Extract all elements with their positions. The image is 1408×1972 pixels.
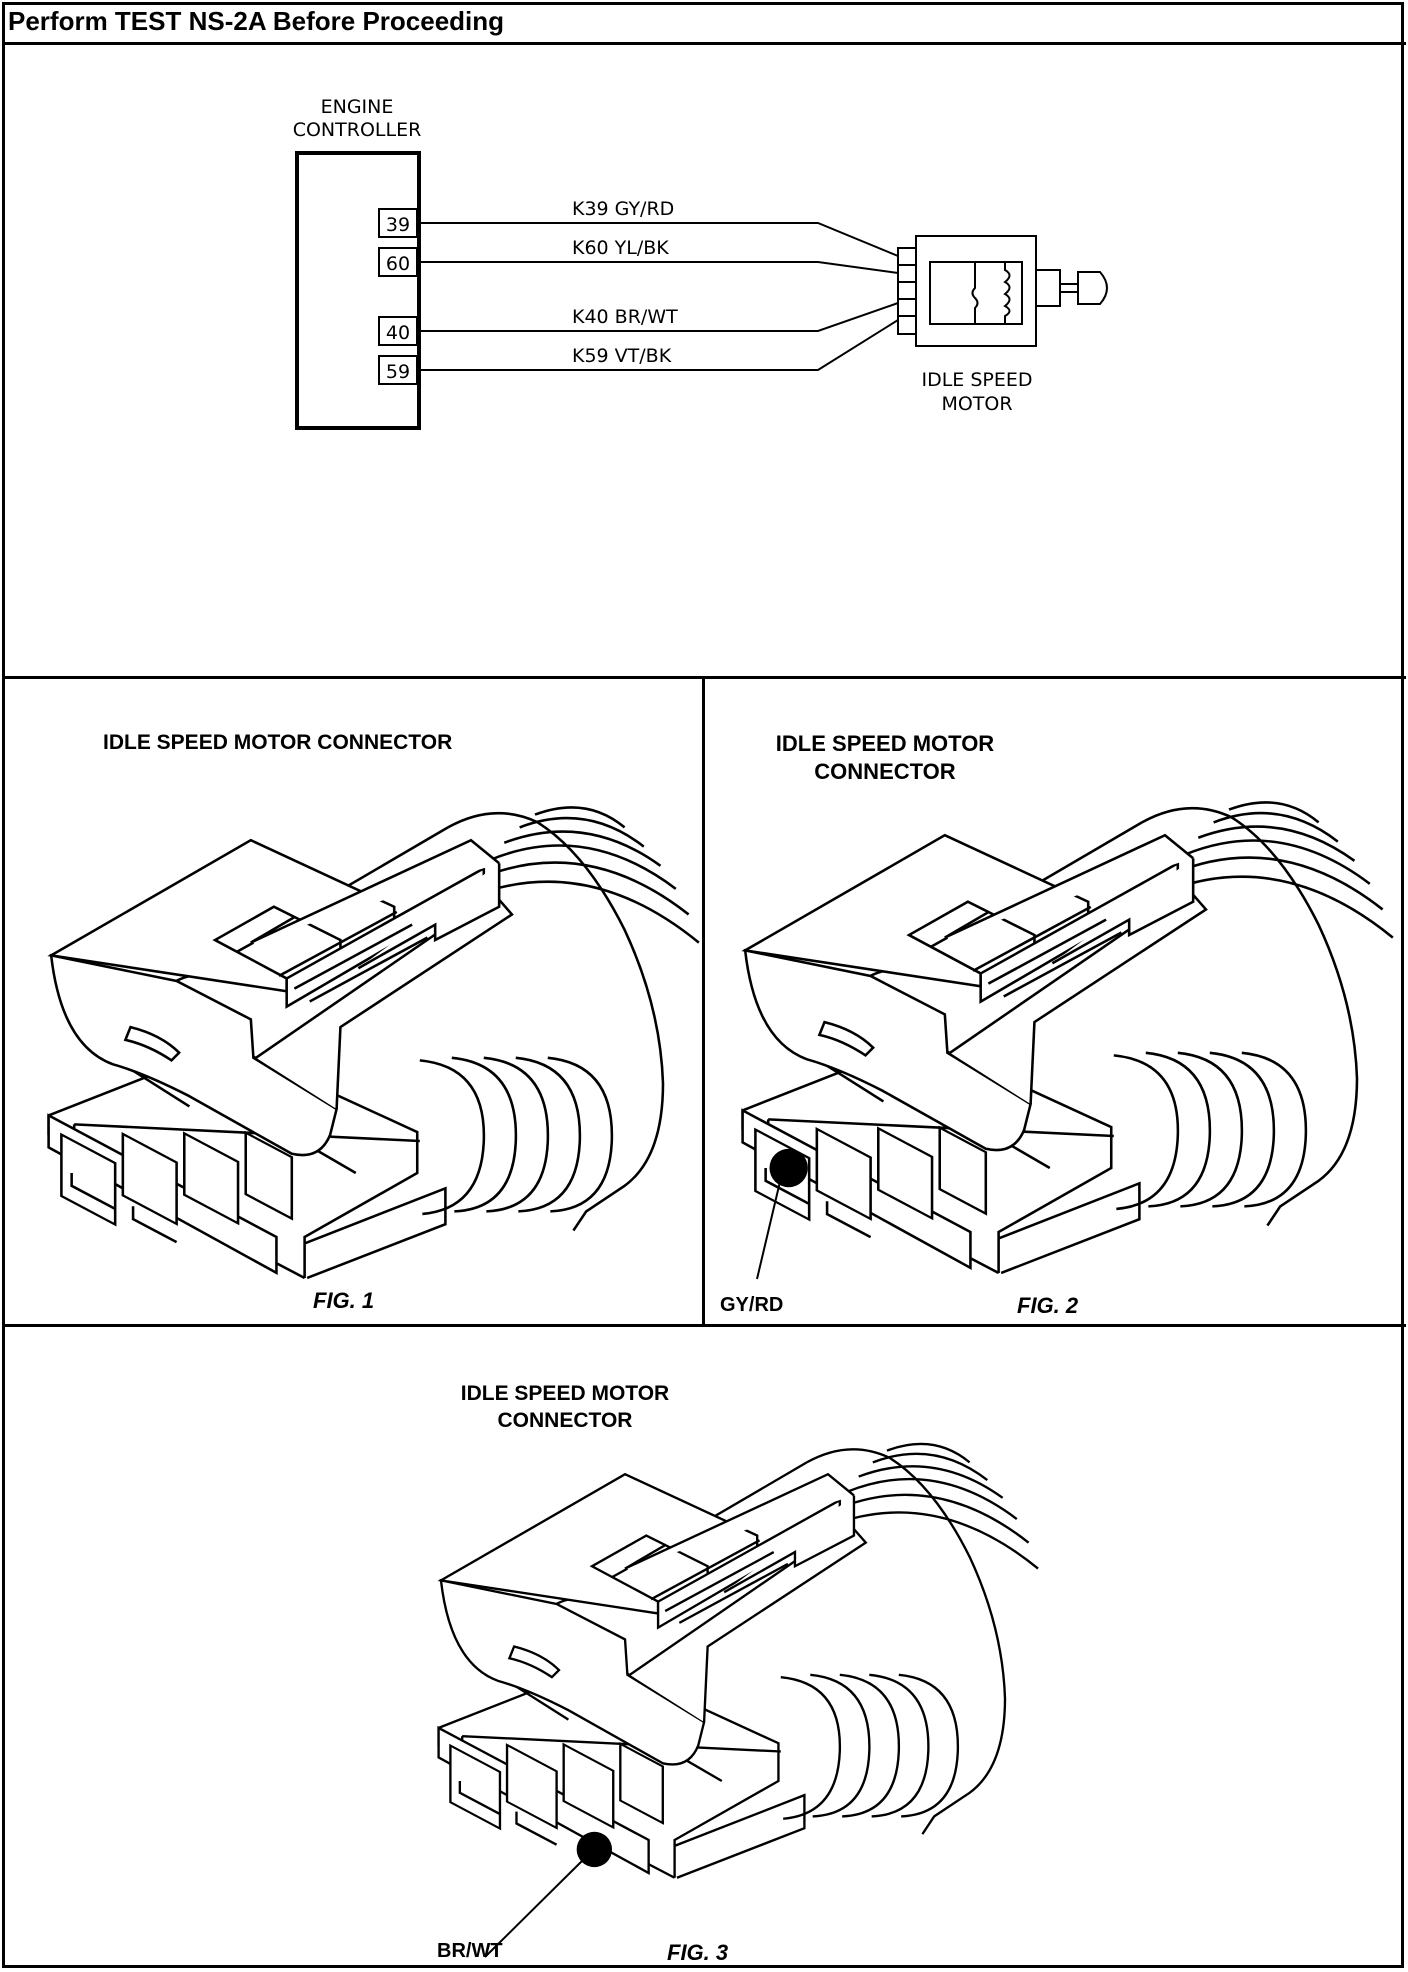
pin-60: 60	[386, 253, 410, 275]
fig2-callout-line	[756, 1168, 784, 1280]
fig3-title-line2: CONNECTOR	[498, 1409, 633, 1432]
fig2-caption: FIG. 2	[1017, 1293, 1079, 1318]
fig1-title: IDLE SPEED MOTOR CONNECTOR	[103, 731, 452, 754]
fig2-connector-drawing	[741, 801, 1395, 1275]
fig1-caption: FIG. 1	[313, 1288, 374, 1313]
fig3-callout: BR/WT	[437, 1940, 503, 1962]
figure-1: IDLE SPEED MOTOR CONNECTOR FIG. 1	[47, 731, 701, 1313]
wire-label-k39: K39 GY/RD	[572, 198, 674, 220]
fig2-title-line2: CONNECTOR	[814, 759, 955, 784]
fig2-pin-marker-icon	[769, 1148, 808, 1188]
wiring-schematic: ENGINE CONTROLLER 39 60 40 59 K39 GY/RD …	[293, 96, 1108, 430]
motor-label-line2: MOTOR	[941, 393, 1012, 415]
fig2-title-line1: IDLE SPEED MOTOR	[776, 731, 995, 756]
title-divider	[2, 42, 1406, 45]
pin-box-60	[378, 247, 418, 277]
wire-k60	[417, 261, 899, 274]
fig1-connector-drawing	[47, 806, 701, 1280]
wire-k59	[417, 319, 899, 371]
wire-label-k59: K59 VT/BK	[572, 345, 672, 367]
idle-speed-motor-symbol	[897, 235, 1108, 347]
figure-2: IDLE SPEED MOTOR CONNECTOR GY/RD FIG. 2	[720, 731, 1395, 1318]
figure-3: IDLE SPEED MOTOR CONNECTOR BR/WT FIG. 3	[437, 1382, 1040, 1965]
fig3-caption: FIG. 3	[667, 1940, 728, 1965]
wire-label-k40: K40 BR/WT	[572, 306, 678, 328]
pin-59: 59	[386, 361, 410, 383]
page-title: Perform TEST NS-2A Before Proceeding	[8, 6, 505, 36]
pin-box-59	[378, 355, 418, 385]
controller-label-line1: ENGINE	[321, 96, 394, 118]
controller-label-line2: CONTROLLER	[293, 119, 422, 141]
fig3-pin-marker-icon	[576, 1831, 613, 1868]
wires	[417, 222, 899, 371]
fig2-callout: GY/RD	[720, 1294, 783, 1316]
engine-controller-box	[295, 151, 421, 430]
motor-label-line1: IDLE SPEED	[921, 369, 1032, 391]
fig3-callout-line	[484, 1859, 584, 1958]
wire-k40	[417, 302, 899, 332]
fig3-title-line1: IDLE SPEED MOTOR	[461, 1382, 669, 1405]
pin-39: 39	[386, 214, 410, 236]
fig3-connector-drawing	[437, 1442, 1040, 1879]
wire-k39	[417, 222, 899, 257]
fig-divider	[702, 676, 705, 1326]
pin-40: 40	[386, 322, 410, 344]
wire-label-k60: K60 YL/BK	[572, 237, 669, 259]
